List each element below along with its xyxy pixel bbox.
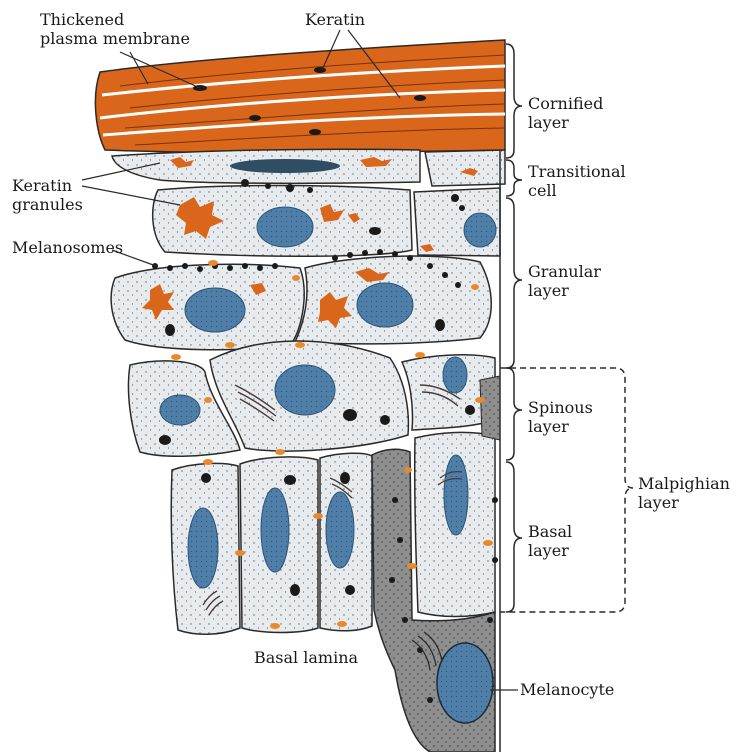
transitional-cells	[112, 149, 505, 186]
basal-layer	[171, 432, 495, 634]
basal-layer-label-line1: Basal	[528, 522, 572, 541]
granular-layer-label: Granular layer	[528, 262, 601, 300]
spinous-layer-label: Spinous layer	[528, 398, 593, 436]
basal-layer-label: Basal layer	[528, 522, 572, 560]
malpighian-layer-label-line2: layer	[638, 493, 730, 512]
thickened-membrane-label: Thickened plasma membrane	[40, 10, 190, 48]
melanosomes-label: Melanosomes	[12, 238, 123, 257]
basal-lamina-label: Basal lamina	[254, 648, 358, 667]
cornified-layer-label: Cornified layer	[528, 94, 603, 132]
melanocyte-label: Melanocyte	[520, 680, 614, 699]
granular-layer-label-line1: Granular	[528, 262, 601, 281]
keratin-label: Keratin	[305, 10, 365, 29]
transitional-cell-label-line1: Transitional	[528, 162, 626, 181]
thickened-membrane-label-line2: plasma membrane	[40, 29, 190, 48]
thickened-membrane-label-line1: Thickened	[40, 10, 190, 29]
keratin-granules-label-line2: granules	[12, 195, 83, 214]
basal-layer-label-line2: layer	[528, 541, 572, 560]
transitional-cell-label: Transitional cell	[528, 162, 626, 200]
transitional-cell-label-line2: cell	[528, 181, 626, 200]
malpighian-layer-label: Malpighian layer	[638, 474, 730, 512]
cornified-layer-label-line2: layer	[528, 113, 603, 132]
cornified-layer-label-line1: Cornified	[528, 94, 603, 113]
granular-layer	[111, 179, 500, 350]
keratin-granules-label: Keratin granules	[12, 176, 83, 214]
malpighian-layer-label-line1: Malpighian	[638, 474, 730, 493]
keratin-granules-label-line1: Keratin	[12, 176, 83, 195]
granular-layer-label-line2: layer	[528, 281, 601, 300]
spinous-layer-label-line2: layer	[528, 417, 593, 436]
cornified-layer	[95, 40, 505, 153]
spinous-layer-label-line1: Spinous	[528, 398, 593, 417]
